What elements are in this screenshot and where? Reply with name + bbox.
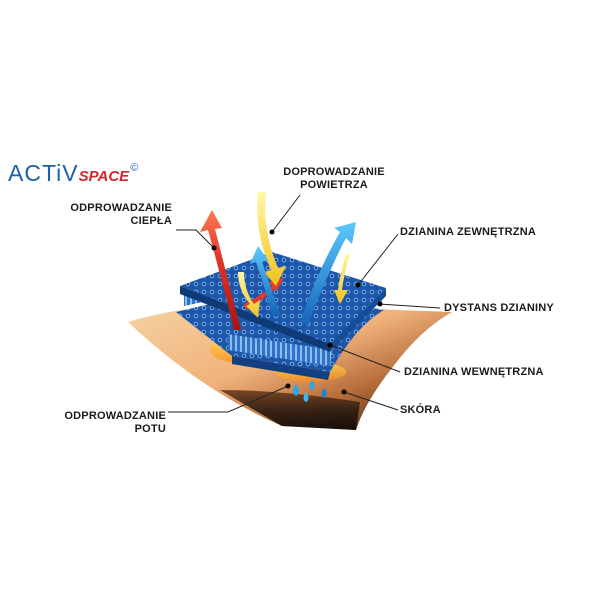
label-heat-removal-line1: ODPROWADZANIE	[70, 202, 172, 214]
brand-logo-part2: SPACE	[78, 168, 130, 185]
brand-logo-part1: ACTiV	[8, 160, 79, 186]
leader-outer-knit	[357, 233, 399, 286]
outer-knit-layer	[180, 252, 386, 352]
leader-heat-removal	[176, 229, 215, 249]
label-sweat-removal: ODPROWADZANIE POTU	[60, 410, 166, 436]
air-arrow-icon	[238, 192, 350, 318]
sweat-drop-icon	[293, 380, 327, 402]
label-sweat-removal-line1: ODPROWADZANIE	[64, 410, 166, 422]
label-air-supply-line1: DOPROWADZANIE	[283, 166, 385, 178]
leader-dots	[211, 229, 383, 395]
label-spacer-knit: DYSTANS DZIANINY	[444, 302, 554, 314]
label-inner-knit: DZIANINA WEWNĘTRZNA	[404, 366, 544, 378]
label-outer-knit: DZIANINA ZEWNĘTRZNA	[400, 226, 536, 238]
label-air-supply: DOPROWADZANIE POWIETRZA	[282, 166, 386, 192]
brand-logo-mark: ©	[130, 162, 139, 174]
leader-lines	[168, 194, 441, 413]
label-heat-removal-line2: CIEPŁA	[130, 215, 172, 227]
brand-logo: ACTiVSPACE©	[8, 160, 138, 187]
leader-air-supply	[271, 194, 301, 233]
leader-inner-knit	[329, 344, 401, 373]
leader-skin	[343, 391, 399, 411]
label-skin: SKÓRA	[400, 404, 441, 416]
sweat-arrow-icon	[250, 222, 356, 326]
heat-arrow-icon	[200, 210, 284, 330]
label-sweat-removal-line2: POTU	[134, 423, 166, 435]
label-heat-removal: ODPROWADZANIE CIEPŁA	[60, 202, 172, 228]
leader-spacer-knit	[379, 303, 441, 309]
leader-sweat-removal	[168, 385, 289, 413]
label-air-supply-line2: POWIETRZA	[300, 179, 368, 191]
